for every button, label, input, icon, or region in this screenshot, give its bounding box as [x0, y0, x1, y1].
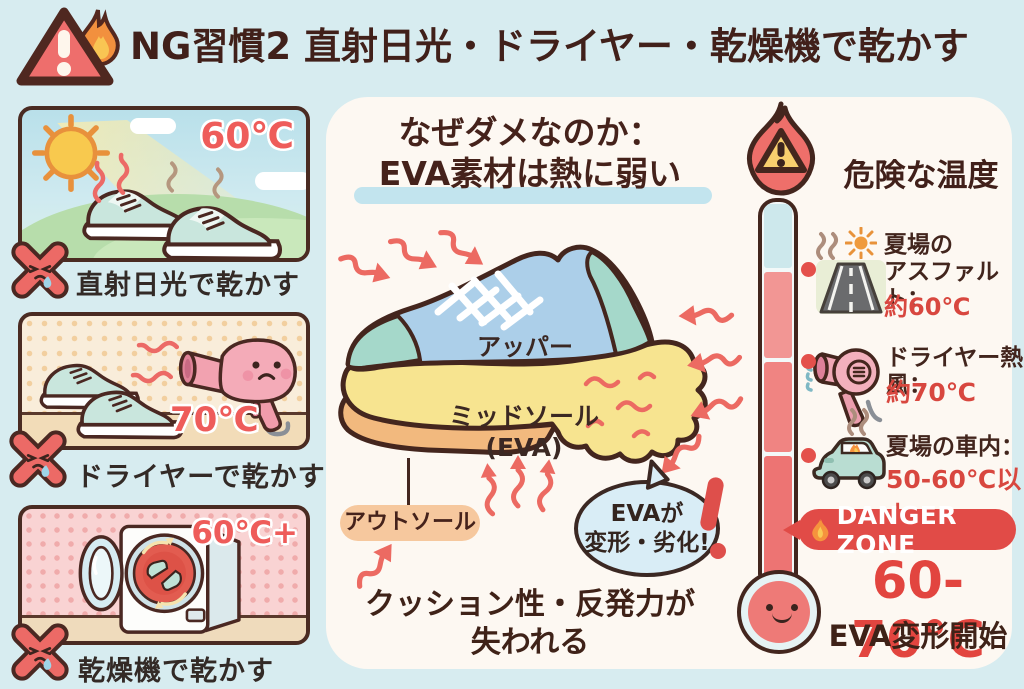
heat-arrow: [438, 229, 484, 265]
heat-arrow: [661, 433, 702, 474]
heat-arrow-up: [480, 463, 497, 517]
reason-title-line1: なぜダメなのか：: [398, 113, 662, 152]
thermometer-bulb: [737, 570, 821, 654]
hairdryer-icon: [178, 338, 297, 437]
sun-small-icon: [845, 227, 877, 259]
sneakers: [76, 390, 184, 440]
bulb-face: [766, 604, 773, 611]
heat-arrow: [687, 352, 743, 373]
danger-temp-caption: EVA変形開始: [828, 619, 1008, 653]
panel-caption: 直射日光で乾かす: [76, 270, 300, 301]
thermo-segment: [764, 272, 792, 358]
flame-warning-icon: [746, 101, 816, 196]
steam-icon: [847, 408, 869, 436]
heat-squiggle: [92, 160, 106, 204]
panel-hairdryer: 70℃: [18, 312, 310, 450]
label-midsole: ミッドソール(EVA): [448, 402, 599, 462]
drying-machine-icon: [78, 524, 241, 634]
sneakers: [162, 206, 282, 258]
item-car-label: 夏場の車内：: [886, 434, 1024, 460]
panel-drying-machine: 60℃+: [18, 505, 310, 645]
scale-dot: [801, 354, 816, 369]
reason-title-line2: EVA素材は熱に弱い: [378, 154, 682, 193]
x-mark-icon: [9, 430, 67, 488]
danger-temps-title: 危険な温度: [843, 158, 999, 194]
title-highlight: [354, 187, 712, 204]
item-asphalt-label: 夏場の アスファルト：: [884, 232, 999, 313]
cloud: [130, 118, 176, 134]
temp-badge: 70℃: [170, 400, 259, 440]
scale-dot: [801, 448, 816, 463]
heat-arrow: [356, 543, 392, 589]
panel-sunlight: 60℃: [18, 106, 310, 262]
steam-squiggle: [166, 161, 178, 193]
scale-dot: [801, 262, 816, 277]
danger-temp-value: 60-70°C: [851, 552, 985, 670]
item-dryer-value: 約70℃: [886, 378, 977, 407]
warning-flame-icon: [16, 7, 120, 86]
x-mark-icon: [11, 623, 69, 681]
temp-badge: 60℃+: [191, 515, 298, 551]
x-mark-icon: [11, 241, 69, 299]
hairdryer-small-icon: [805, 348, 883, 428]
heat-squiggle: [116, 152, 130, 196]
bubble-tail: [645, 459, 670, 490]
flame-icon: [812, 518, 829, 541]
melting-shoe-diagram: [338, 244, 708, 464]
bulb-face: [791, 604, 798, 611]
panel-caption: 乾燥機で乾かす: [78, 656, 274, 687]
page-title: NG習慣2 直射日光・ドライヤー・乾燥機で乾かす: [130, 25, 969, 68]
label-upper: アッパー: [477, 333, 573, 361]
item-dryer-label: ドライヤー熱風：: [886, 345, 1024, 399]
heat-arrow: [678, 305, 735, 326]
hot-car-icon: [812, 437, 886, 490]
bulb-smile: [772, 612, 792, 623]
heat-arrow-up: [537, 459, 556, 513]
heat-arrow: [387, 238, 437, 270]
thermo-segment: [764, 362, 792, 452]
heat-squiggle: [136, 340, 180, 354]
temp-badge: 60℃: [200, 116, 294, 157]
item-asphalt-value: 約60℃: [884, 293, 971, 321]
conclusion-text: クッション性・反発力が 失われる: [365, 587, 695, 661]
panel-caption: ドライヤーで乾かす: [76, 462, 326, 493]
road-icon: [816, 260, 886, 314]
steam-squiggle: [212, 167, 224, 199]
steam-icon: [816, 232, 838, 260]
heat-arrow: [338, 254, 391, 283]
danger-zone-badge: DANGER ZONE: [783, 501, 1016, 559]
eva-warning-bubble: EVAが 変形・劣化!: [574, 480, 720, 577]
heat-arrow-up: [510, 455, 526, 509]
thermo-segment: [764, 204, 792, 268]
exclamation-icon-dot: [710, 543, 726, 559]
outsole-pointer-line: [407, 458, 410, 506]
heat-arrow: [690, 396, 744, 420]
thermo-segment: [764, 456, 792, 576]
sun-icon: [32, 114, 110, 192]
cloud: [255, 172, 306, 190]
label-outsole: アウトソール: [340, 505, 480, 541]
danger-zone-label: DANGER ZONE: [836, 500, 957, 559]
heat-squiggle: [130, 370, 174, 384]
